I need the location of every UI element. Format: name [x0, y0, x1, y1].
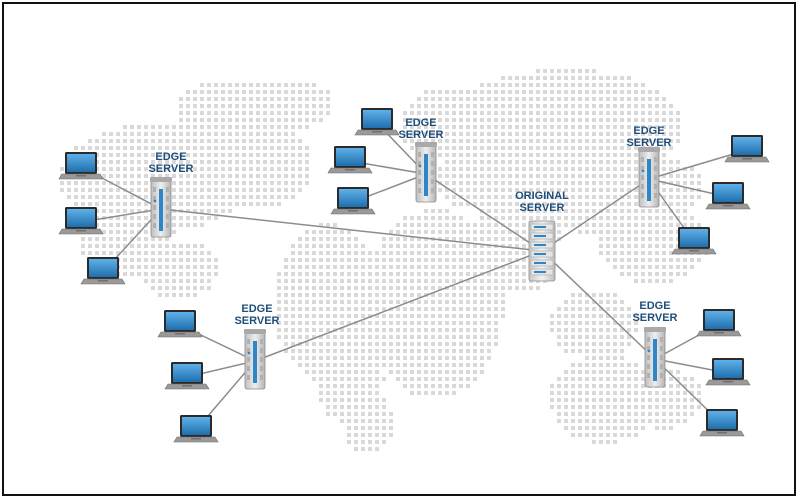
laptop-icon [705, 358, 751, 386]
client-link-line [648, 149, 748, 180]
laptop-icon [671, 227, 717, 255]
laptop-icon [724, 135, 770, 163]
laptop-icon [699, 409, 745, 437]
edge-server-tower-icon [638, 147, 660, 208]
laptop-icon [58, 207, 104, 235]
world-map-dots-icon [60, 69, 708, 451]
laptop-icon [705, 182, 751, 210]
origin-link-line [254, 250, 543, 362]
map-dot-grid [60, 69, 708, 451]
laptop-icon [157, 310, 203, 338]
laptop-icon [58, 152, 104, 180]
edge-server-tower-icon [415, 142, 437, 203]
laptop-icon [80, 257, 126, 285]
origin-link-line [541, 178, 650, 252]
edge-server-tower-icon [244, 329, 266, 390]
origin-link-line [541, 250, 656, 360]
laptop-icon [696, 309, 742, 337]
laptop-icon [327, 146, 373, 174]
rack-server-icon [528, 220, 556, 282]
laptop-icon [330, 187, 376, 215]
laptop-icon [354, 108, 400, 136]
origin-link-line [425, 173, 543, 252]
edge-server-tower-icon [644, 327, 666, 388]
laptop-icon [164, 362, 210, 390]
origin-link-line [160, 208, 543, 252]
laptop-icon [173, 415, 219, 443]
edge-server-tower-icon [150, 177, 172, 238]
